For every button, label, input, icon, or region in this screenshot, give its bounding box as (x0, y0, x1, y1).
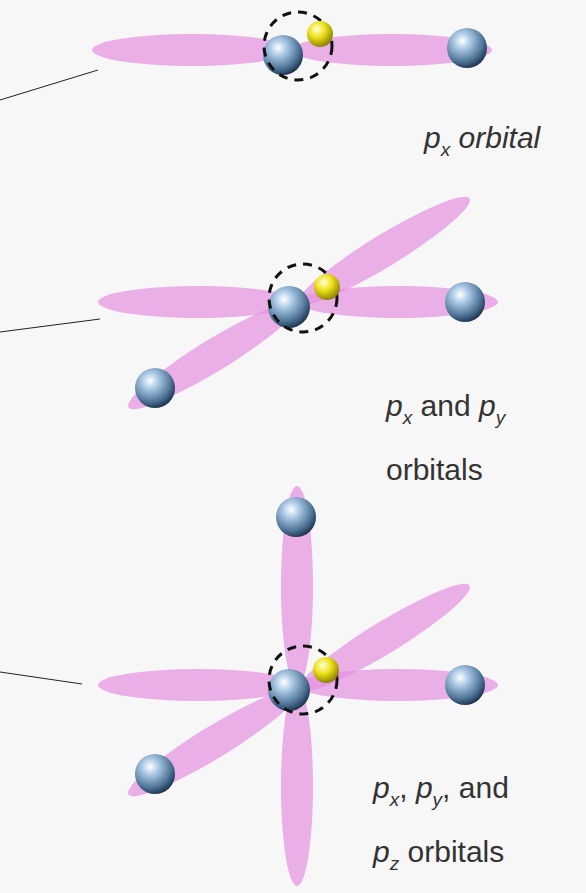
atom-sphere (445, 282, 485, 322)
caption-text: , and (442, 771, 509, 804)
caption: pxandpyorbitals (386, 380, 505, 496)
caption-text: and (421, 389, 471, 422)
atom-sphere (268, 669, 310, 711)
atom-sphere (445, 665, 485, 705)
caption-line: px orbital (424, 112, 540, 176)
electron-sphere (307, 21, 333, 47)
atom-sphere (135, 754, 175, 794)
caption: px,py, andpzorbitals (373, 762, 509, 890)
atom-sphere (447, 28, 487, 68)
caption-text: , (399, 771, 407, 804)
electron-sphere (314, 274, 340, 300)
subscript-label: x (390, 789, 400, 810)
caption-line: pxandpy (386, 380, 505, 444)
caption-text: p (386, 389, 403, 422)
subscript-label: x (403, 407, 413, 428)
dashed-circle (264, 12, 332, 80)
subscript-label: z (390, 853, 400, 874)
leader-line (0, 70, 98, 100)
leader-line (0, 319, 100, 332)
subscript-label: x (441, 139, 451, 160)
atom-sphere (135, 368, 175, 408)
electron-sphere (313, 657, 339, 683)
caption-line: px,py, and (373, 762, 509, 826)
caption-line: pz orbitals (373, 826, 509, 890)
subscript-label: y (496, 407, 506, 428)
caption-text: orbitals (408, 835, 505, 868)
caption-text: p (416, 771, 433, 804)
caption-line: orbitals (386, 444, 505, 496)
atom-sphere (263, 35, 303, 75)
leader-line (0, 672, 82, 684)
caption-text: orbital (459, 121, 541, 154)
atom-sphere (276, 497, 316, 537)
caption-text: p (373, 835, 390, 868)
caption: px orbital (424, 112, 540, 176)
orbital-lobe (281, 686, 313, 886)
caption-text: orbitals (386, 453, 483, 486)
caption-text: p (424, 121, 441, 154)
caption-text: p (373, 771, 390, 804)
orbital-lobe (92, 34, 292, 66)
atom-sphere (268, 286, 310, 328)
subscript-label: y (433, 789, 443, 810)
caption-text: p (479, 389, 496, 422)
